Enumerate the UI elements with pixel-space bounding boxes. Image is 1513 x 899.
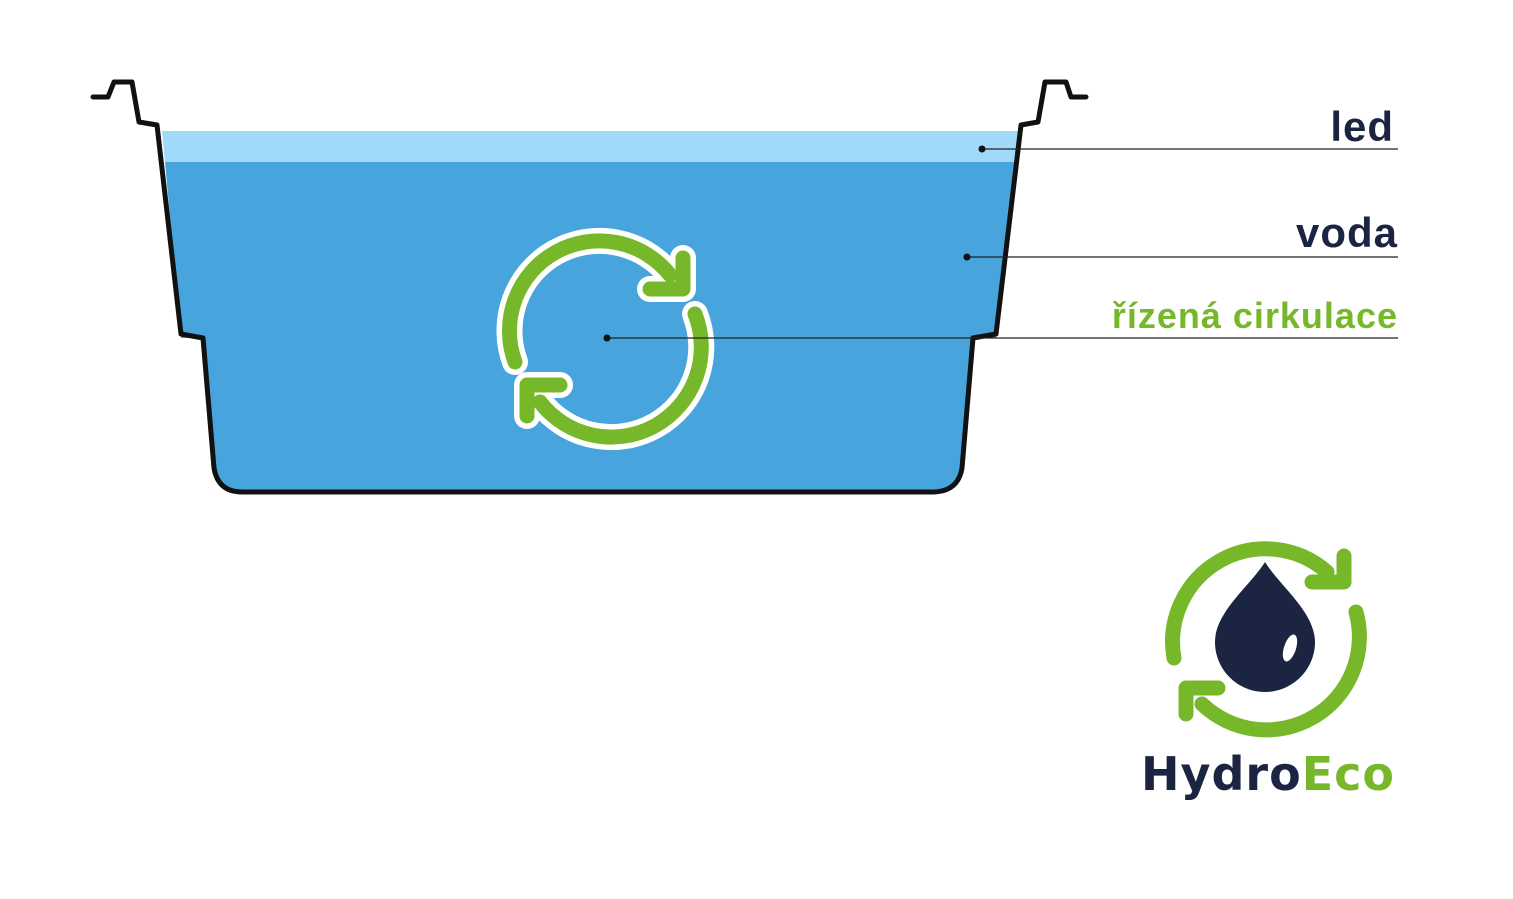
logo-text-hydro: Hydro [1141, 747, 1302, 801]
leader-ice [978, 145, 1398, 153]
circulation-icon [496, 227, 715, 451]
hydroeco-logo: HydroEco [1141, 541, 1395, 801]
water-drop-icon [1215, 562, 1315, 692]
pool-outline [90, 79, 1089, 495]
leader-water [963, 253, 1398, 261]
water-drop-recycle-icon [1165, 541, 1367, 738]
label-water: voda [1296, 209, 1398, 256]
label-circulation: řízená cirkulace [1112, 295, 1398, 336]
logo-text-eco: Eco [1302, 747, 1395, 801]
logo-text: HydroEco [1141, 747, 1395, 801]
ice-layer [162, 131, 1021, 162]
water-body [165, 162, 1018, 492]
label-ice: led [1330, 103, 1394, 150]
leader-circulation [603, 334, 1398, 342]
